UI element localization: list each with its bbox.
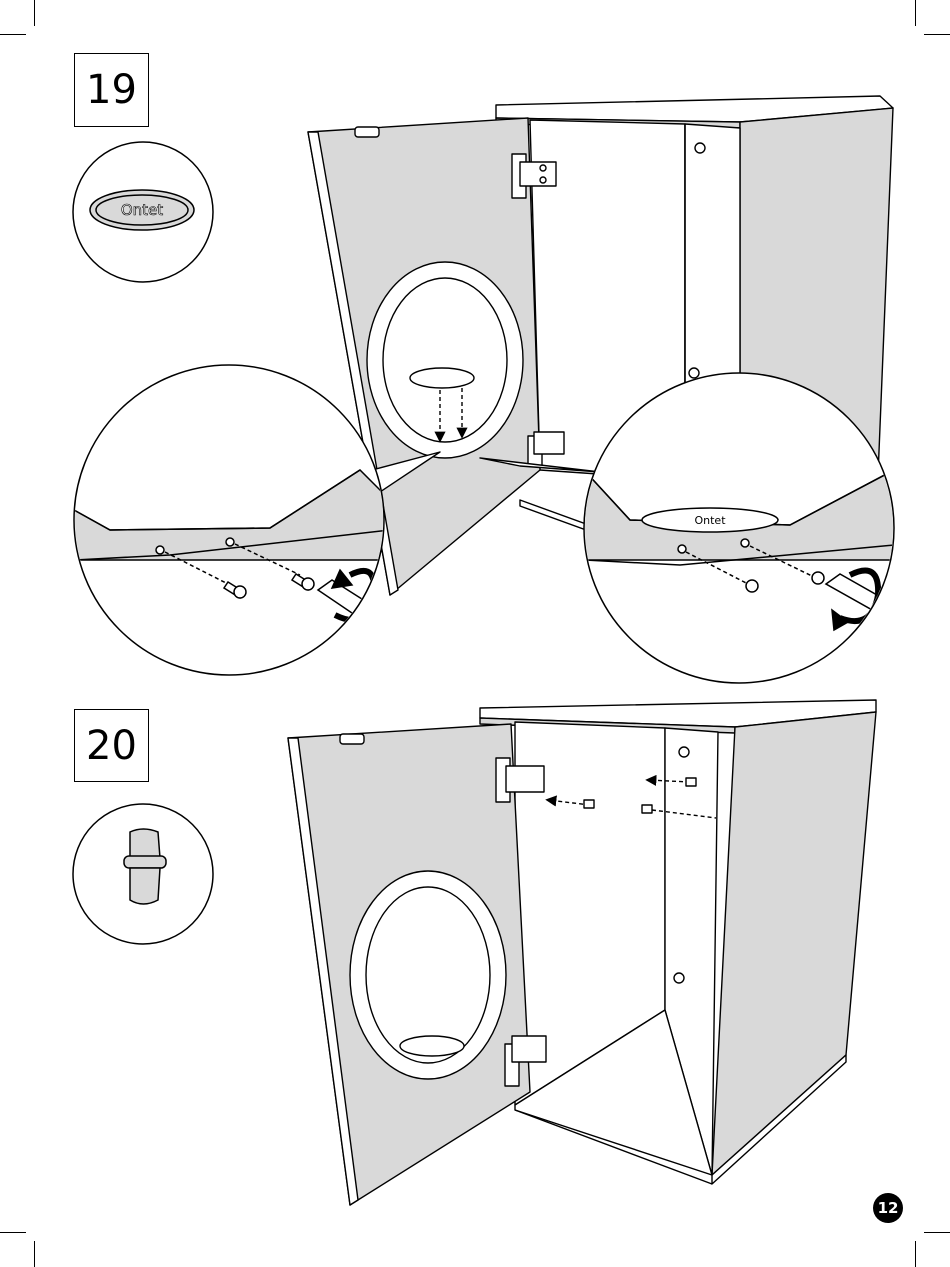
wooden-dowel-icon	[73, 804, 213, 944]
screw-icon	[812, 572, 824, 584]
step-20-cabinet	[288, 700, 876, 1205]
part-logo-label: Ontet	[121, 201, 163, 219]
page-number: 12	[878, 1199, 899, 1217]
page-number-badge: 12	[873, 1193, 903, 1223]
step-number-box: 19	[74, 53, 149, 127]
step-19-zoom-left	[74, 365, 395, 675]
step-number-box: 20	[74, 709, 149, 782]
step-number: 20	[86, 723, 137, 769]
screw-icon	[746, 580, 758, 592]
step-number: 19	[86, 67, 137, 113]
zoom-logo-label: Ontet	[694, 514, 726, 527]
